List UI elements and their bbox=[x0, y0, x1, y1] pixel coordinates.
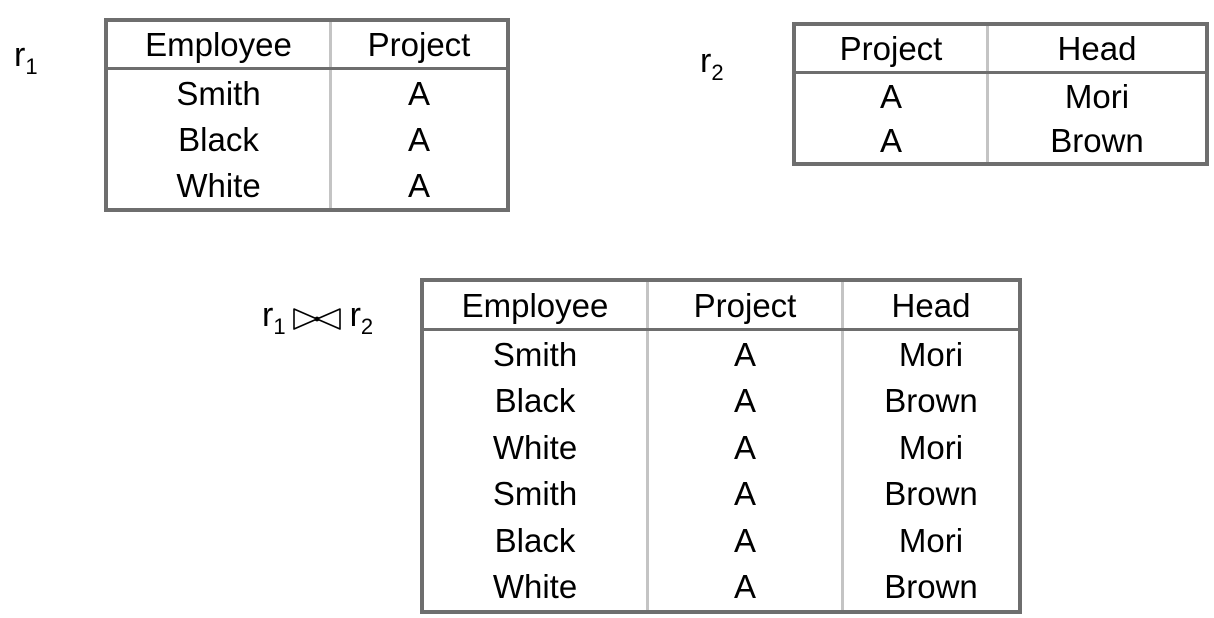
table-cell: Mori bbox=[841, 517, 1020, 564]
natural-join-bowtie-icon bbox=[292, 304, 342, 338]
column-header: Head bbox=[986, 24, 1207, 74]
column-header: Employee bbox=[106, 20, 331, 70]
table-cell: White bbox=[176, 166, 261, 204]
join-right-base: r bbox=[349, 296, 361, 334]
table-row: White A bbox=[106, 162, 508, 210]
table-cell: A bbox=[646, 329, 843, 378]
table-row: Smith A bbox=[106, 68, 508, 116]
relation-label-r2: r2 bbox=[700, 42, 724, 84]
join-result-table: Employee Project Head Smith A Mori Black… bbox=[420, 278, 1022, 614]
relation-label-r1-sub: 1 bbox=[25, 54, 38, 79]
table-row: Smith A Brown bbox=[422, 470, 1020, 517]
table-cell: Brown bbox=[841, 377, 1020, 424]
join-left-sub: 1 bbox=[273, 314, 286, 339]
column-header: Project bbox=[794, 24, 988, 74]
relation-label-r1-base: r bbox=[14, 36, 26, 74]
relation-table-r2: Project Head A Mori A Brown bbox=[792, 22, 1209, 166]
relation-label-r2-base: r bbox=[700, 42, 712, 80]
table-cell: Black bbox=[494, 382, 576, 420]
column-header: Head bbox=[841, 280, 1020, 331]
column-header: Project bbox=[329, 20, 508, 70]
table-row: Black A Mori bbox=[422, 517, 1020, 564]
table-cell: A bbox=[646, 377, 843, 424]
relation-label-r1: r1 bbox=[14, 36, 38, 78]
table-cell: Mori bbox=[841, 424, 1020, 471]
table-cell: A bbox=[646, 563, 843, 612]
table-header-row: Employee Project Head bbox=[422, 280, 1020, 331]
table-row: White A Brown bbox=[422, 563, 1020, 612]
table-row: Black A Brown bbox=[422, 377, 1020, 424]
table-cell: A bbox=[646, 470, 843, 517]
table-cell: Brown bbox=[841, 563, 1020, 612]
table-row: Black A bbox=[106, 116, 508, 162]
join-expression-label: r1 r2 bbox=[262, 298, 373, 338]
table-cell: A bbox=[879, 121, 902, 159]
table-cell: Mori bbox=[841, 329, 1020, 378]
table-cell: A bbox=[646, 517, 843, 564]
table-cell: A bbox=[329, 116, 508, 162]
table-cell: A bbox=[329, 162, 508, 210]
table-cell: Smith bbox=[492, 475, 578, 513]
table-cell: Smith bbox=[492, 335, 578, 373]
table-cell: Brown bbox=[841, 470, 1020, 517]
relation-table-r1: Employee Project Smith A Black A White A bbox=[104, 18, 510, 212]
table-cell: White bbox=[492, 428, 578, 466]
table-cell: A bbox=[646, 424, 843, 471]
table-header-row: Project Head bbox=[794, 24, 1207, 74]
table-cell: A bbox=[329, 68, 508, 116]
table-cell: Black bbox=[494, 521, 576, 559]
column-header: Employee bbox=[422, 280, 648, 331]
table-cell: Black bbox=[178, 120, 259, 158]
column-header: Project bbox=[646, 280, 843, 331]
table-cell: White bbox=[492, 568, 578, 606]
table-cell: Brown bbox=[986, 118, 1207, 164]
table-row: Smith A Mori bbox=[422, 329, 1020, 378]
join-left-base: r bbox=[262, 296, 274, 334]
table-row: White A Mori bbox=[422, 424, 1020, 471]
table-cell: Mori bbox=[986, 72, 1207, 118]
relation-label-r2-sub: 2 bbox=[711, 60, 724, 85]
table-cell: A bbox=[879, 77, 902, 115]
table-header-row: Employee Project bbox=[106, 20, 508, 70]
table-cell: Smith bbox=[176, 74, 261, 112]
table-row: A Mori bbox=[794, 72, 1207, 118]
table-row: A Brown bbox=[794, 118, 1207, 164]
join-right-sub: 2 bbox=[360, 314, 374, 339]
